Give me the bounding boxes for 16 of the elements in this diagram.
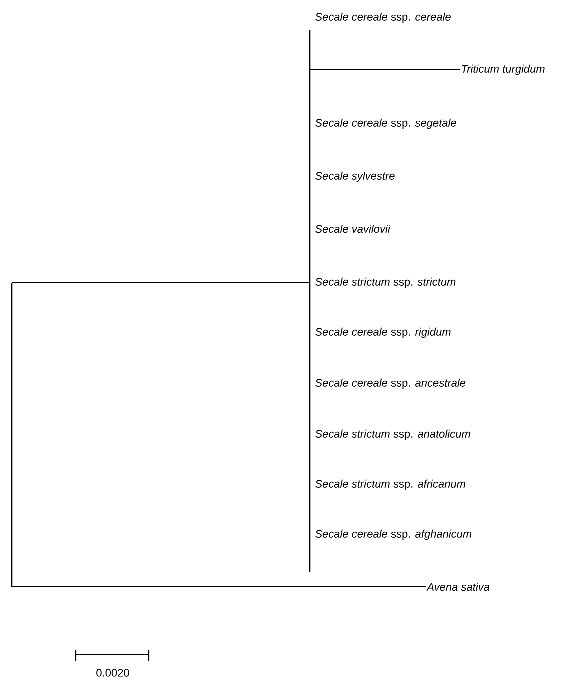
taxon-label: Secale cereale ssp. segetale: [316, 118, 456, 130]
taxon-label: Avena sativa: [426, 582, 490, 592]
taxon-label: Secale cereale ssp. cereale: [316, 12, 451, 24]
taxon-label: Secale cereale ssp. ancestrale: [316, 378, 466, 390]
taxon-label: Secale cereale ssp. rigidum: [316, 328, 451, 338]
taxon-label: Secale sylvestre: [316, 172, 395, 182]
branch-line: [310, 69, 460, 71]
taxon-label: Secale strictum ssp. strictum: [316, 278, 456, 288]
taxon-label: Secale strictum ssp. anatolicum: [316, 430, 470, 440]
branch-line: [12, 282, 310, 284]
taxon-label: Secale cereale ssp. afghanicum: [316, 530, 472, 540]
scale-label: 0.0020: [96, 669, 130, 677]
taxon-label: Triticum turgidum: [462, 64, 545, 76]
taxon-label: Secale vavilovii: [316, 224, 391, 234]
taxon-label: Secale strictum ssp. africanum: [316, 480, 466, 490]
branch-line: [12, 586, 426, 588]
